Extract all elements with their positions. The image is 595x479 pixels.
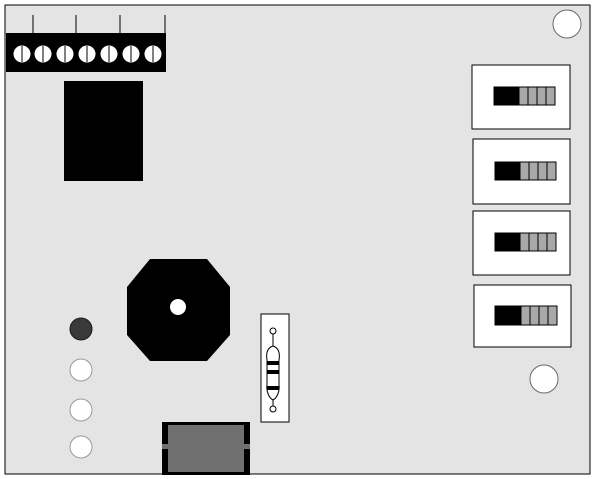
dip-switch-segment [520,233,529,251]
inductor [162,422,250,475]
terminal-screw [35,46,52,63]
terminal-screw [57,46,74,63]
dip-switch-segment [538,162,547,180]
dip-switch-slider[interactable] [494,87,519,105]
dip-switch-segment [521,306,530,325]
resistor-band [267,386,279,390]
dip-switch-segment [538,233,547,251]
inductor-pin [162,444,168,449]
dip-switch-segment [546,87,555,105]
led-indicator [70,318,92,340]
dip-switch-segment [529,162,538,180]
dip-switch[interactable] [472,65,570,129]
dip-switch-segment [547,162,556,180]
dip-switch-segment [548,306,557,325]
dip-switch-segment [529,233,538,251]
buzzer-center-hole [170,299,186,315]
mounting-hole-bottom-right [530,365,558,393]
resistor-pad [270,328,276,334]
dip-switch[interactable] [474,285,571,347]
led-indicator [70,359,92,381]
inductor-core [168,425,244,472]
relay [64,81,143,181]
terminal-screw [145,46,162,63]
dip-switch-segment [520,162,529,180]
dip-switch-segment [547,233,556,251]
buzzer [127,259,230,361]
dip-switch-segment [528,87,537,105]
dip-switch-slider[interactable] [495,162,520,180]
resistor [261,314,289,422]
led-indicator [70,399,92,421]
terminal-screw [123,46,140,63]
mounting-hole-top-right [553,10,581,38]
dip-switch-segment [530,306,539,325]
dip-switch-slider[interactable] [495,233,520,251]
terminal-screw [14,46,31,63]
terminal-screw [101,46,118,63]
inductor-pin [244,444,250,449]
dip-switch[interactable] [473,139,570,204]
terminal-screw [79,46,96,63]
dip-switch-slider[interactable] [495,306,521,325]
dip-switch-segment [519,87,528,105]
led-indicator [70,436,92,458]
dip-switch-segment [539,306,548,325]
resistor-pad [270,406,276,412]
dip-switch-segment [537,87,546,105]
resistor-band [267,370,279,374]
dip-switch[interactable] [473,211,570,275]
resistor-band [267,361,279,365]
